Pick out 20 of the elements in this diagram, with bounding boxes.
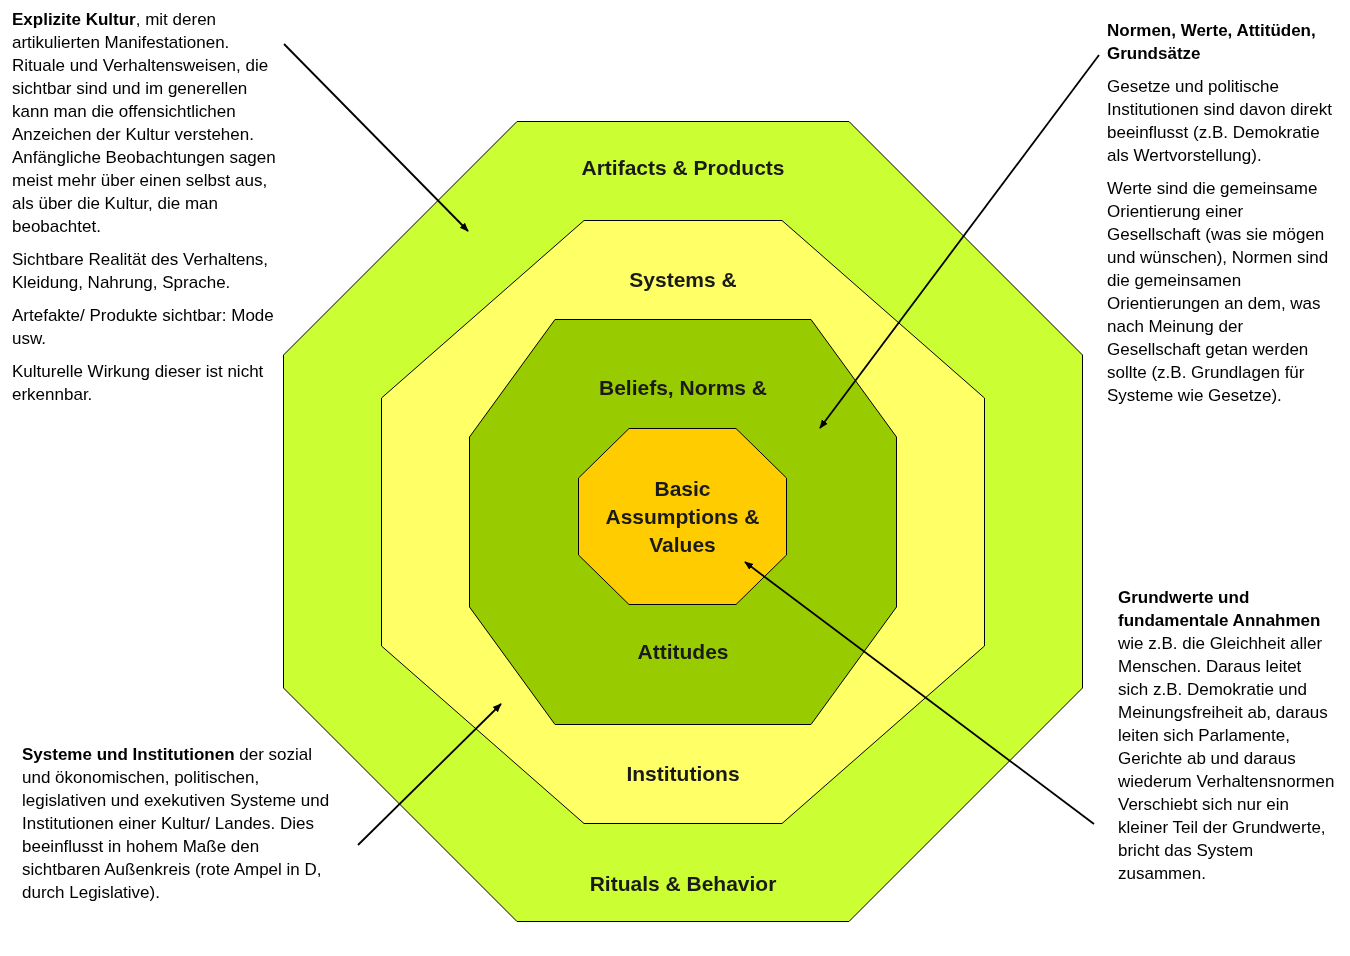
arrow	[283, 43, 469, 232]
annotation-text: Werte sind die gemeinsame Orientierung einer Gesellschaft (was sie mögen und wünschen), Normen sind die gemeinsamen Orientierungen an dem, was nach Meinung der Gesellschaft getan werden sollte (z.B. Grundlagen für Systeme wie Gesetze).	[1107, 178, 1330, 407]
layer-label: Rituals & Behavior	[589, 871, 777, 897]
layer-label: Institutions	[626, 761, 740, 787]
layer-label: Basic Assumptions & Values	[604, 475, 761, 558]
annotation-text: Artefakte/ Produkte sichtbar: Mode usw.	[12, 305, 275, 350]
annotation-text: Explizite Kultur, mit deren artikulierten Manifestationen. Rituale und Verhaltensweisen, die sichtbar sind und im generellen kann man die offensichtlichen Anzeichen der Kultur verstehen. Anfängliche Beobachtungen sagen meist mehr über einen selbst aus, als über die Kultur, die man beobachtet.	[12, 9, 277, 238]
annotation-text: Sichtbare Realität des Verhaltens, Kleidung, Nahrung, Sprache.	[12, 249, 270, 294]
annotation-heading: Normen, Werte, Attitüden, Grundsätze	[1107, 20, 1317, 65]
annotation-text: Gesetze und politische Institutionen sind davon direkt beeinflusst (z.B. Demokratie als Wertvorstellung).	[1107, 76, 1333, 167]
layer-label: Beliefs, Norms &	[598, 375, 768, 401]
annotation-text: Kulturelle Wirkung dieser ist nicht erkennbar.	[12, 361, 265, 406]
annotation-text: Grundwerte und fundamentale Annahmen wie z.B. die Gleichheit aller Menschen. Daraus leitet sich z.B. Demokratie und Meinungsfreiheit ab, daraus leiten sich Parlamente, Gerichte ab und daraus wiederum Verhaltensnormen Verschiebt sich nur ein kleiner Teil der Grundwerte, bricht das System zusammen.	[1118, 587, 1336, 885]
layer-label: Artifacts & Products	[581, 155, 785, 181]
annotation-text: Systeme und Institutionen der sozial und ökonomischen, politischen, legislativen und exekutiven Systeme und Institutionen einer Kultur/ Landes. Dies beeinflusst in hohem Maße den sichtbaren Außenkreis (rote Ampel in D, durch Legislative).	[22, 744, 331, 904]
layer-label: Systems &	[629, 267, 737, 293]
arrow	[357, 703, 502, 846]
layer-label: Attitudes	[637, 639, 729, 665]
arrow	[819, 54, 1100, 429]
arrow	[744, 561, 1095, 825]
